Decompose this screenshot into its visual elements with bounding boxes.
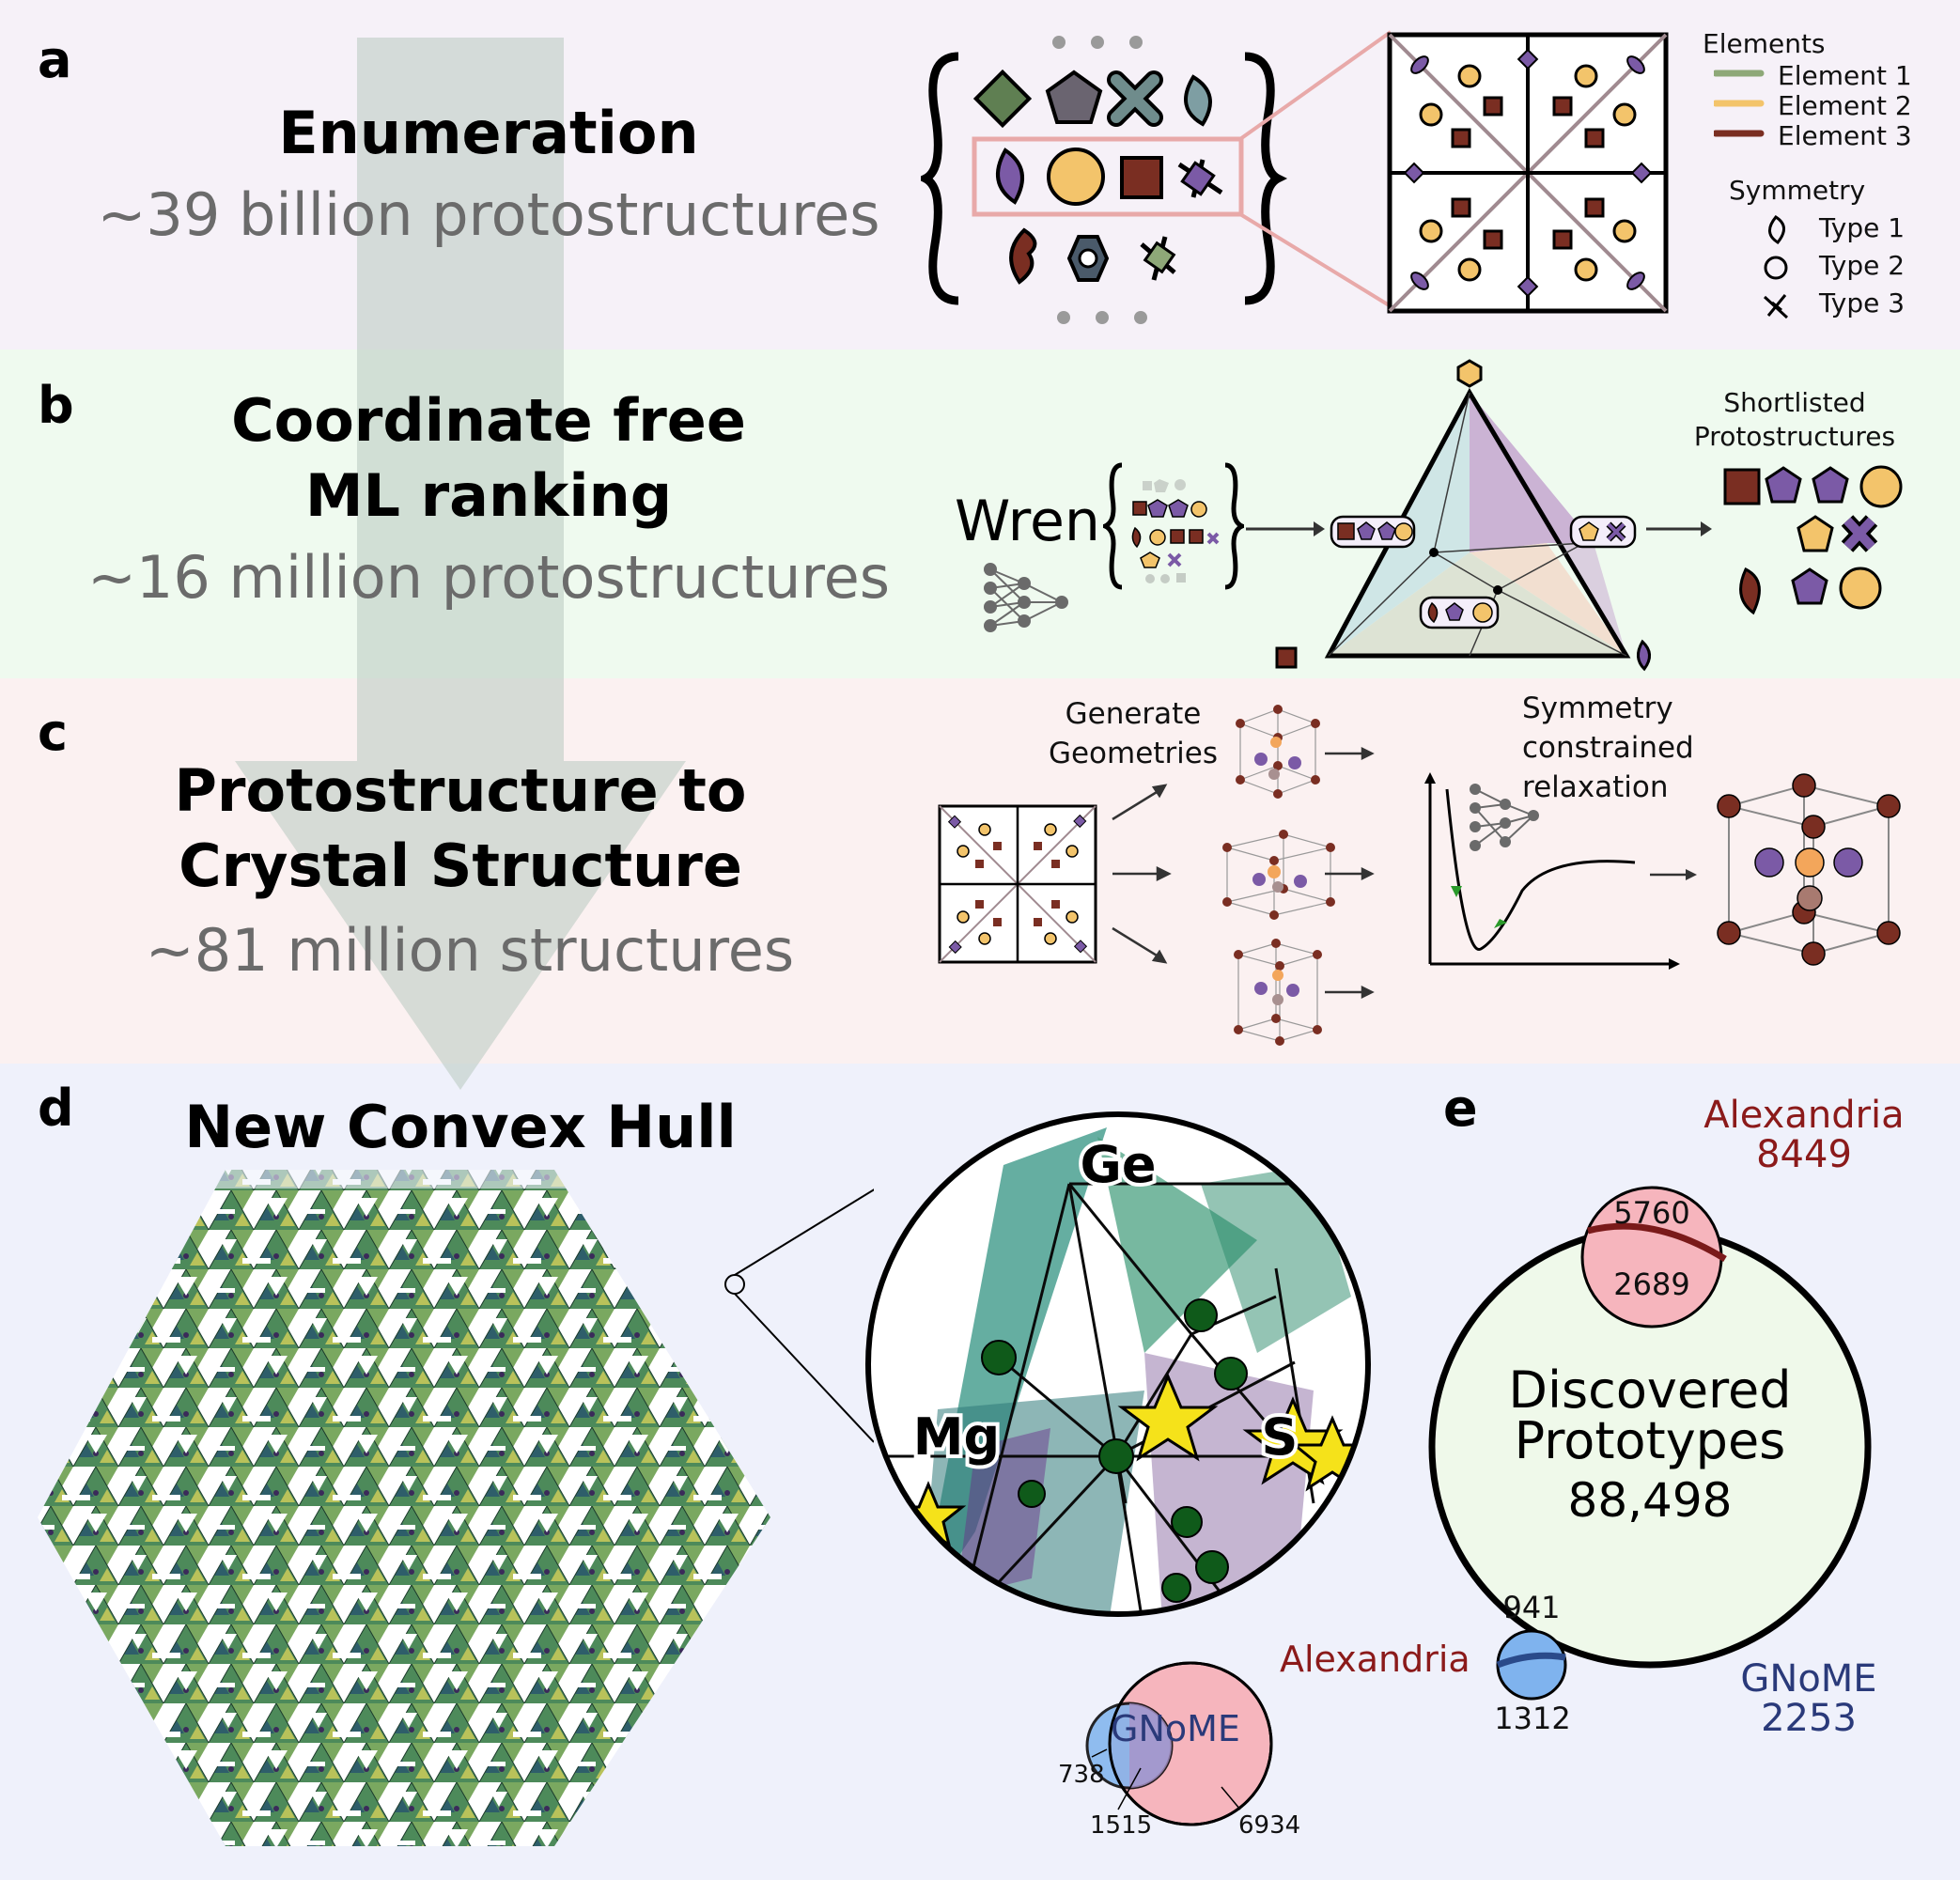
venn-main-discovered-line2: Prototypes	[1514, 1411, 1786, 1470]
bowtie-icon	[1763, 294, 1789, 319]
venn-main-alexandria-total: 8449	[1756, 1133, 1852, 1176]
venn-diagram-small	[1085, 1661, 1273, 1826]
relax-label-line1: Symmetry	[1522, 691, 1673, 725]
phase-triangle	[1275, 359, 1651, 672]
unit-cell-1	[1236, 705, 1320, 799]
neural-net-icon	[984, 563, 1068, 632]
venn-main-gnome-overlap: 941	[1502, 1590, 1561, 1625]
cell-arrows	[1325, 746, 1375, 1000]
relax-label-line3: relaxation	[1522, 770, 1669, 804]
shortlist-label-line1: Shortlisted	[1723, 387, 1866, 418]
wyckoff-square	[1387, 32, 1669, 314]
generate-label-line2: Geometries	[1048, 737, 1219, 770]
crystal-title-line2: Crystal Structure	[179, 831, 742, 900]
wren-label: Wren	[955, 489, 1100, 554]
venn-main-alexandria-label: Alexandria	[1703, 1094, 1905, 1137]
relax-label-line2: constrained	[1522, 731, 1694, 765]
legend-symmetry-icons	[1763, 215, 1789, 319]
legend-symmetry-3: Type 3	[1819, 287, 1906, 319]
venn-main-discovered-total: 88,498	[1567, 1473, 1733, 1528]
hull-zoom-circle: Ge Mg S	[865, 1111, 1371, 1617]
panel-letter-a: a	[38, 30, 72, 89]
leaf-icon	[1768, 215, 1785, 244]
legend-elements-title: Elements	[1703, 28, 1826, 59]
venn-main-discovered-line1: Discovered	[1508, 1360, 1792, 1420]
legend-symmetry-2: Type 2	[1819, 250, 1906, 281]
panel-letter-c: c	[38, 703, 69, 762]
arrow-to-shortlist	[1646, 521, 1712, 536]
enumeration-count: ~39 billion protostructures	[97, 180, 880, 249]
venn-small-alexandria-label: Alexandria	[1280, 1639, 1470, 1680]
venn-main-alex-only: 5760	[1613, 1195, 1690, 1231]
convex-hull-title: New Convex Hull	[184, 1093, 737, 1161]
relaxation-energy-plot	[1424, 772, 1680, 970]
relax-arrow	[1650, 869, 1697, 880]
protostructure-set	[921, 36, 1288, 324]
venn-main-gnome-label: GNoME	[1740, 1657, 1877, 1701]
hull-label-s: S	[1262, 1407, 1299, 1467]
venn-small-alex-only: 6934	[1238, 1811, 1301, 1840]
ranking-title-line2: ML ranking	[304, 461, 673, 530]
venn-small-gnome-label: GNoME	[1111, 1708, 1240, 1749]
hull-label-mg: Mg	[913, 1407, 1000, 1467]
hull-label-ge: Ge	[1081, 1135, 1157, 1194]
panel-letter-e: e	[1443, 1079, 1478, 1138]
legend-element-2: Element 2	[1778, 90, 1912, 121]
panel-letter-b: b	[38, 376, 74, 435]
venn-small-gnome-only: 738	[1058, 1761, 1105, 1789]
generate-label-line1: Generate	[1065, 697, 1202, 731]
funnel-arrow	[235, 38, 686, 1090]
venn-diagram-main	[1428, 1186, 1872, 1701]
venn-main-gnome-total: 2253	[1761, 1697, 1857, 1740]
arrow-to-phase	[1246, 521, 1325, 536]
wren-set-braces	[1103, 462, 1244, 590]
circle-icon	[1764, 256, 1788, 280]
zoom-connector-a	[1240, 30, 1391, 308]
shortlist-label-line2: Protostructures	[1693, 421, 1896, 452]
venn-main-gnome-only: 1312	[1494, 1701, 1571, 1736]
wyckoff-square-small	[938, 804, 1097, 964]
legend-element-3: Element 3	[1778, 120, 1912, 151]
crystal-count: ~81 million structures	[145, 916, 795, 985]
venn-small-overlap: 1515	[1090, 1811, 1153, 1840]
crystal-title-line1: Protostructure to	[174, 756, 747, 825]
convex-hull-map	[38, 1151, 874, 1846]
generate-arrows	[1112, 784, 1172, 964]
panel-letter-d: d	[38, 1079, 74, 1138]
ranking-count: ~16 million protostructures	[86, 543, 891, 612]
ranking-title-line1: Coordinate free	[231, 386, 746, 455]
venn-main-alex-overlap: 2689	[1613, 1266, 1690, 1302]
panel-b	[0, 350, 1960, 678]
unit-cell-3	[1234, 939, 1322, 1046]
legend-element-swatches	[1714, 70, 1765, 137]
legend-element-1: Element 1	[1778, 60, 1912, 91]
unit-cell-2	[1222, 830, 1335, 920]
relaxed-crystal	[1717, 773, 1901, 966]
shortlisted-protostructures	[1723, 465, 1903, 615]
legend-symmetry-title: Symmetry	[1729, 175, 1866, 206]
legend-symmetry-1: Type 1	[1819, 212, 1906, 243]
enumeration-title: Enumeration	[278, 99, 699, 167]
